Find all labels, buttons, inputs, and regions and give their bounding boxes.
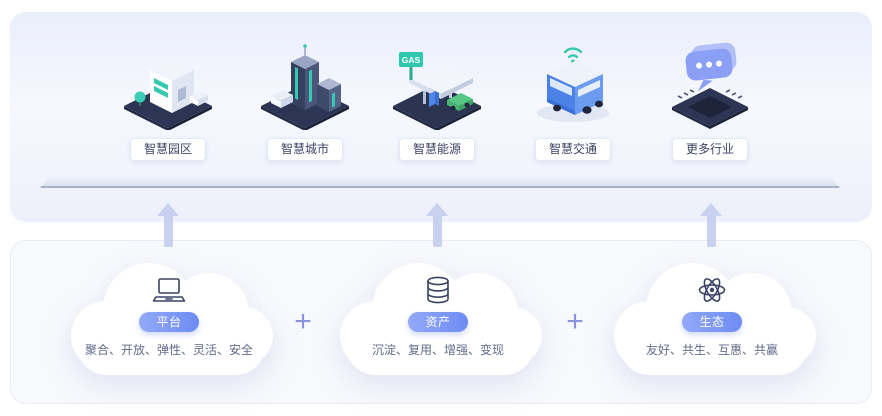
up-arrow bbox=[157, 203, 179, 249]
capability-cloud-assets: 资产 沉淀、复用、增强、变现 bbox=[332, 263, 544, 375]
database-icon bbox=[424, 275, 452, 305]
industry-item-smart-park: 智慧园区 bbox=[93, 36, 243, 161]
industry-label: 智慧城市 bbox=[266, 138, 343, 161]
capability-desc: 沉淀、复用、增强、变现 bbox=[371, 343, 504, 358]
industry-label: 智慧园区 bbox=[129, 138, 206, 161]
plus-sign: + bbox=[294, 305, 312, 338]
smart-park-icon bbox=[116, 36, 220, 130]
ecosystem-atom-icon bbox=[696, 275, 728, 305]
up-arrow-shaft bbox=[432, 216, 442, 247]
up-arrow bbox=[426, 203, 448, 249]
industries-panel: 智慧园区 bbox=[10, 12, 872, 222]
industry-label: 智慧能源 bbox=[398, 138, 475, 161]
capability-badge: 资产 bbox=[408, 312, 468, 333]
capability-badge: 平台 bbox=[139, 312, 199, 333]
capability-badge: 生态 bbox=[682, 312, 742, 333]
plus-sign: + bbox=[566, 305, 584, 338]
smart-transport-icon bbox=[521, 36, 625, 130]
up-arrow-head-icon bbox=[700, 203, 722, 216]
up-arrow-shaft bbox=[706, 216, 716, 247]
industry-label: 更多行业 bbox=[671, 138, 748, 161]
capability-desc: 友好、共生、互惠、共赢 bbox=[645, 343, 778, 358]
up-arrow-shaft bbox=[163, 216, 173, 247]
platform-shelf bbox=[40, 176, 840, 188]
up-arrow-head-icon bbox=[157, 203, 179, 216]
up-arrow bbox=[700, 203, 722, 249]
industry-item-smart-city: 智慧城市 bbox=[230, 36, 380, 161]
capabilities-panel: 平台 聚合、开放、弹性、灵活、安全 + 资产 沉淀、复用、增强、变现 bbox=[10, 240, 872, 404]
capability-cloud-platform: 平台 聚合、开放、弹性、灵活、安全 bbox=[63, 263, 275, 375]
laptop-icon bbox=[152, 275, 186, 305]
industry-item-smart-energy: GAS 智慧能源 bbox=[362, 36, 512, 161]
gas-sign-text: GAS bbox=[402, 55, 421, 65]
smart-energy-icon: GAS bbox=[385, 36, 489, 130]
smart-city-icon bbox=[253, 36, 357, 130]
more-industries-icon bbox=[658, 36, 762, 130]
industry-item-more: 更多行业 bbox=[635, 36, 785, 161]
capability-cloud-ecosystem: 生态 友好、共生、互惠、共赢 bbox=[606, 263, 818, 375]
industry-item-smart-transport: 智慧交通 bbox=[498, 36, 648, 161]
up-arrow-head-icon bbox=[426, 203, 448, 216]
industry-label: 智慧交通 bbox=[534, 138, 611, 161]
capability-desc: 聚合、开放、弹性、灵活、安全 bbox=[84, 343, 253, 358]
